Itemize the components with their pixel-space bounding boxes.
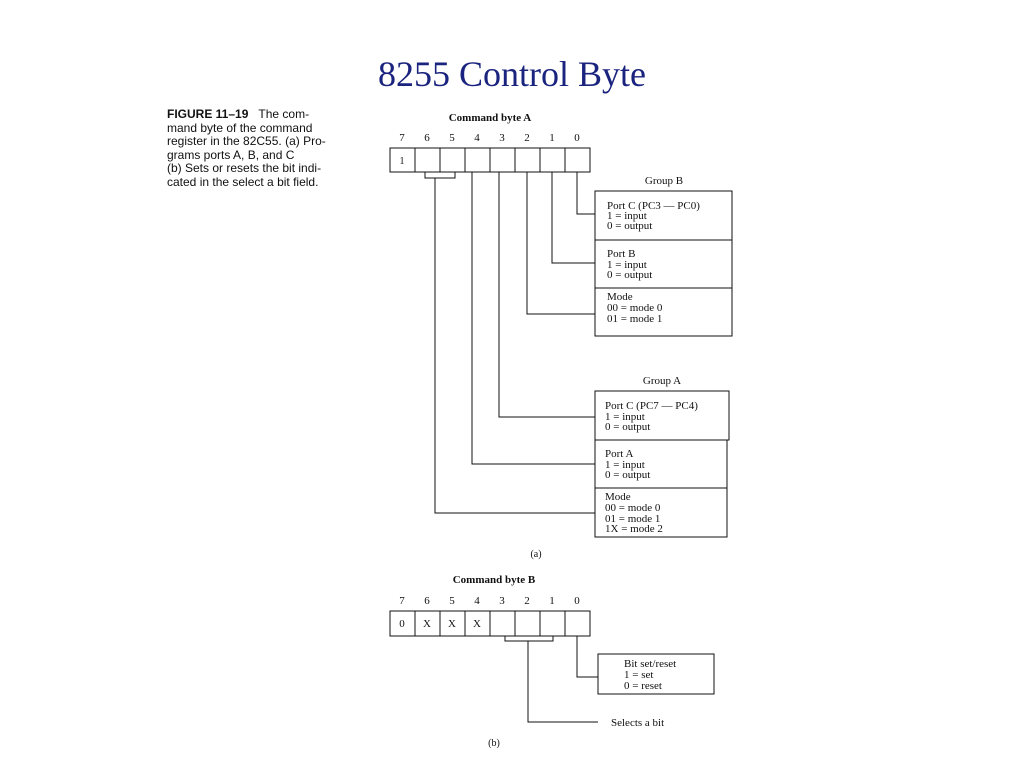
group-a-boxes (594, 390, 730, 538)
diagram-a-sublabel: (a) (530, 549, 541, 560)
bit-b-number-1: 1 (549, 595, 555, 607)
connector-bits-6-5-mode-a (424, 172, 456, 179)
group-b-port-b-line-1: Port B (607, 248, 635, 260)
group-b-port-c-line-1: Port C (PC3 — PC0) (607, 200, 700, 212)
group-a-port-a-line-3: 0 = output (605, 469, 650, 481)
set-reset-line-1: Bit set/reset (624, 658, 676, 670)
bit-b-number-0: 0 (574, 595, 580, 607)
group-b-port-c-line-2: 1 = input (607, 210, 647, 222)
bit-b-cell-1 (539, 610, 566, 637)
set-reset-line-3: 0 = reset (624, 680, 662, 692)
bit-cell-6 (414, 147, 441, 173)
group-b-mode-line-3: 01 = mode 1 (607, 313, 662, 325)
bit-b-value-7: 0 (399, 618, 405, 630)
bit-b-value-5: X (448, 618, 456, 630)
command-byte-b-title: Command byte B (453, 574, 536, 586)
group-a-port-a-line-1: Port A (605, 448, 633, 460)
figure-label: FIGURE 11–19 (167, 107, 249, 121)
bit-b-number-3: 3 (499, 595, 505, 607)
command-byte-b-register (389, 610, 591, 637)
group-b-port-b-line-3: 0 = output (607, 269, 652, 281)
bit-number-7: 7 (399, 132, 405, 144)
group-a-mode-line-4: 1X = mode 2 (605, 523, 663, 535)
figure-caption: FIGURE 11–19 The com- mand byte of the c… (167, 107, 372, 189)
group-a-title: Group A (643, 375, 681, 387)
command-byte-b-connectors (504, 636, 715, 723)
command-byte-a-connectors (424, 172, 595, 514)
caption-line-1: FIGURE 11–19 The com- (167, 107, 372, 122)
command-byte-a-title: Command byte A (449, 112, 532, 124)
caption-line-4: grams ports A, B, and C (167, 147, 295, 162)
group-b-boxes (594, 190, 733, 337)
command-byte-a-bit-numbers: 7 6 5 4 3 2 1 0 (399, 132, 580, 144)
bit-b-cell-0 (564, 610, 591, 637)
caption-line-5: (b) Sets or resets the bit indi- (167, 161, 322, 175)
bit-number-1: 1 (549, 132, 555, 144)
set-reset-box (597, 653, 715, 695)
group-a-port-c-line-3: 0 = output (605, 421, 650, 433)
caption-line-6: cated in the select a bit field. (167, 174, 319, 189)
bit-b-number-5: 5 (449, 595, 455, 607)
bit-number-5: 5 (449, 132, 455, 144)
group-a-mode-box (594, 487, 728, 538)
bit-number-6: 6 (424, 132, 430, 144)
group-a-port-c-line-2: 1 = input (605, 411, 645, 423)
bit-cell-4 (464, 147, 491, 173)
bit-b-cell-2 (514, 610, 541, 637)
bit-cell-5 (439, 147, 466, 173)
connector-port-c-upper (498, 172, 595, 418)
group-b-mode-box (594, 287, 733, 337)
select-bit-label: Selects a bit (611, 717, 664, 729)
caption-line-3: register in the 82C55. (a) Pro- (167, 134, 326, 148)
connector-bits-3-1-bracket (504, 636, 554, 642)
bit-b-number-2: 2 (524, 595, 530, 607)
command-byte-b-bit-numbers: 7 6 5 4 3 2 1 0 (399, 595, 580, 607)
bit-b-number-7: 7 (399, 595, 405, 607)
bit-cell-1 (539, 147, 566, 173)
diagram-b-sublabel: (b) (488, 738, 500, 749)
group-b-port-c-line-3: 0 = output (607, 220, 652, 232)
group-b-mode-line-1: Mode (607, 291, 633, 303)
bit-number-3: 3 (499, 132, 505, 144)
bit-number-0: 0 (574, 132, 580, 144)
slide-title: 8255 Control Byte (378, 54, 646, 94)
bit-cell-3 (489, 147, 516, 173)
command-byte-a-register (389, 147, 591, 173)
connector-port-b (551, 172, 595, 264)
bit-b-value-4: X (473, 618, 481, 630)
connector-port-a (471, 172, 595, 465)
caption-line-2: mand byte of the command (167, 120, 313, 135)
set-reset-line-2: 1 = set (624, 669, 653, 681)
caption-text-1: The com- (258, 107, 310, 121)
bit-number-2: 2 (524, 132, 530, 144)
bit-cell-0 (564, 147, 591, 173)
connector-mode-a (434, 178, 595, 514)
bit-b-value-6: X (423, 618, 431, 630)
bit-b-number-4: 4 (474, 595, 480, 607)
connector-mode-b (526, 172, 595, 315)
group-a-mode-line-2: 00 = mode 0 (605, 502, 661, 514)
group-a-mode-line-1: Mode (605, 491, 631, 503)
group-a-port-a-line-2: 1 = input (605, 459, 645, 471)
bit-cell-2 (514, 147, 541, 173)
bit-b-cell-3 (489, 610, 516, 637)
bit-b-number-6: 6 (424, 595, 430, 607)
group-b-port-b-line-2: 1 = input (607, 259, 647, 271)
connector-port-c-lower (576, 172, 595, 215)
bit-number-4: 4 (474, 132, 480, 144)
group-a-port-c-line-1: Port C (PC7 — PC4) (605, 400, 698, 412)
connector-select-bit (527, 641, 598, 723)
group-b-title: Group B (645, 175, 683, 187)
group-b-mode-line-2: 00 = mode 0 (607, 302, 663, 314)
bit-value-7: 1 (400, 156, 405, 167)
group-a-mode-line-3: 01 = mode 1 (605, 513, 660, 525)
connector-set-reset (576, 636, 598, 678)
